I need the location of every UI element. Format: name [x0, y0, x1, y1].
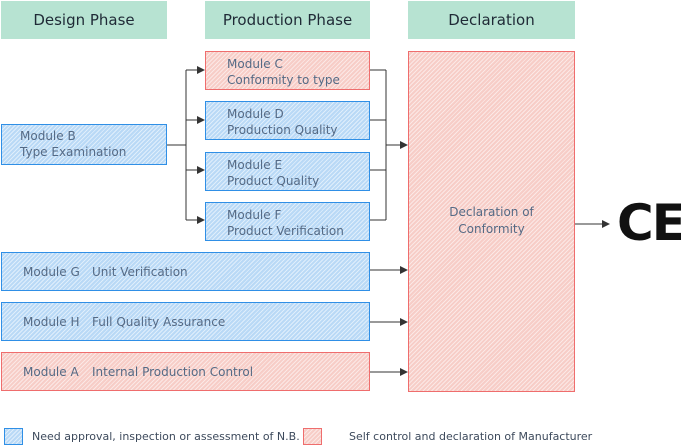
header-design-phase: Design Phase	[1, 1, 167, 39]
module-g-label: Module G	[23, 264, 80, 279]
legend-pink-label: Self control and declaration of Manufact…	[349, 430, 593, 443]
legend-pink-swatch	[303, 428, 322, 445]
module-f-box: Module F Product Verification	[205, 202, 370, 241]
ce-mark-logo: CE	[617, 194, 681, 252]
module-c-name: Conformity to type	[227, 73, 340, 87]
module-f-name: Product Verification	[227, 224, 344, 238]
header-production-phase: Production Phase	[205, 1, 370, 39]
module-d-name: Production Quality	[227, 123, 338, 137]
module-g-box: Module G Unit Verification	[1, 252, 370, 291]
module-f-label: Module F	[227, 208, 282, 222]
module-e-box: Module E Product Quality	[205, 152, 370, 191]
header-declaration: Declaration	[408, 1, 575, 39]
declaration-of-conformity-box: Declaration of Conformity	[408, 51, 575, 392]
module-b-name: Type Examination	[20, 145, 127, 159]
declaration-line-1: Declaration of	[449, 205, 534, 219]
module-d-label: Module D	[227, 107, 284, 121]
declaration-of-conformity-text: Declaration of Conformity	[409, 204, 574, 238]
module-d-box: Module D Production Quality	[205, 101, 370, 140]
module-b-box: Module B Type Examination	[1, 124, 167, 165]
declaration-line-2: Conformity	[458, 222, 525, 236]
module-e-label: Module E	[227, 158, 283, 172]
legend-blue-label: Need approval, inspection or assessment …	[32, 430, 300, 443]
module-b-label: Module B	[20, 129, 76, 143]
module-h-label: Module H	[23, 314, 80, 329]
module-h-box: Module H Full Quality Assurance	[1, 302, 370, 341]
module-c-label: Module C	[227, 57, 283, 71]
legend-blue-swatch	[4, 428, 23, 445]
module-c-box: Module C Conformity to type	[205, 51, 370, 90]
module-g-name: Unit Verification	[92, 264, 188, 279]
module-h-name: Full Quality Assurance	[92, 314, 226, 329]
module-a-label: Module A	[23, 364, 79, 379]
module-a-name: Internal Production Control	[92, 364, 254, 379]
module-e-name: Product Quality	[227, 174, 320, 188]
module-a-box: Module A Internal Production Control	[1, 352, 370, 391]
